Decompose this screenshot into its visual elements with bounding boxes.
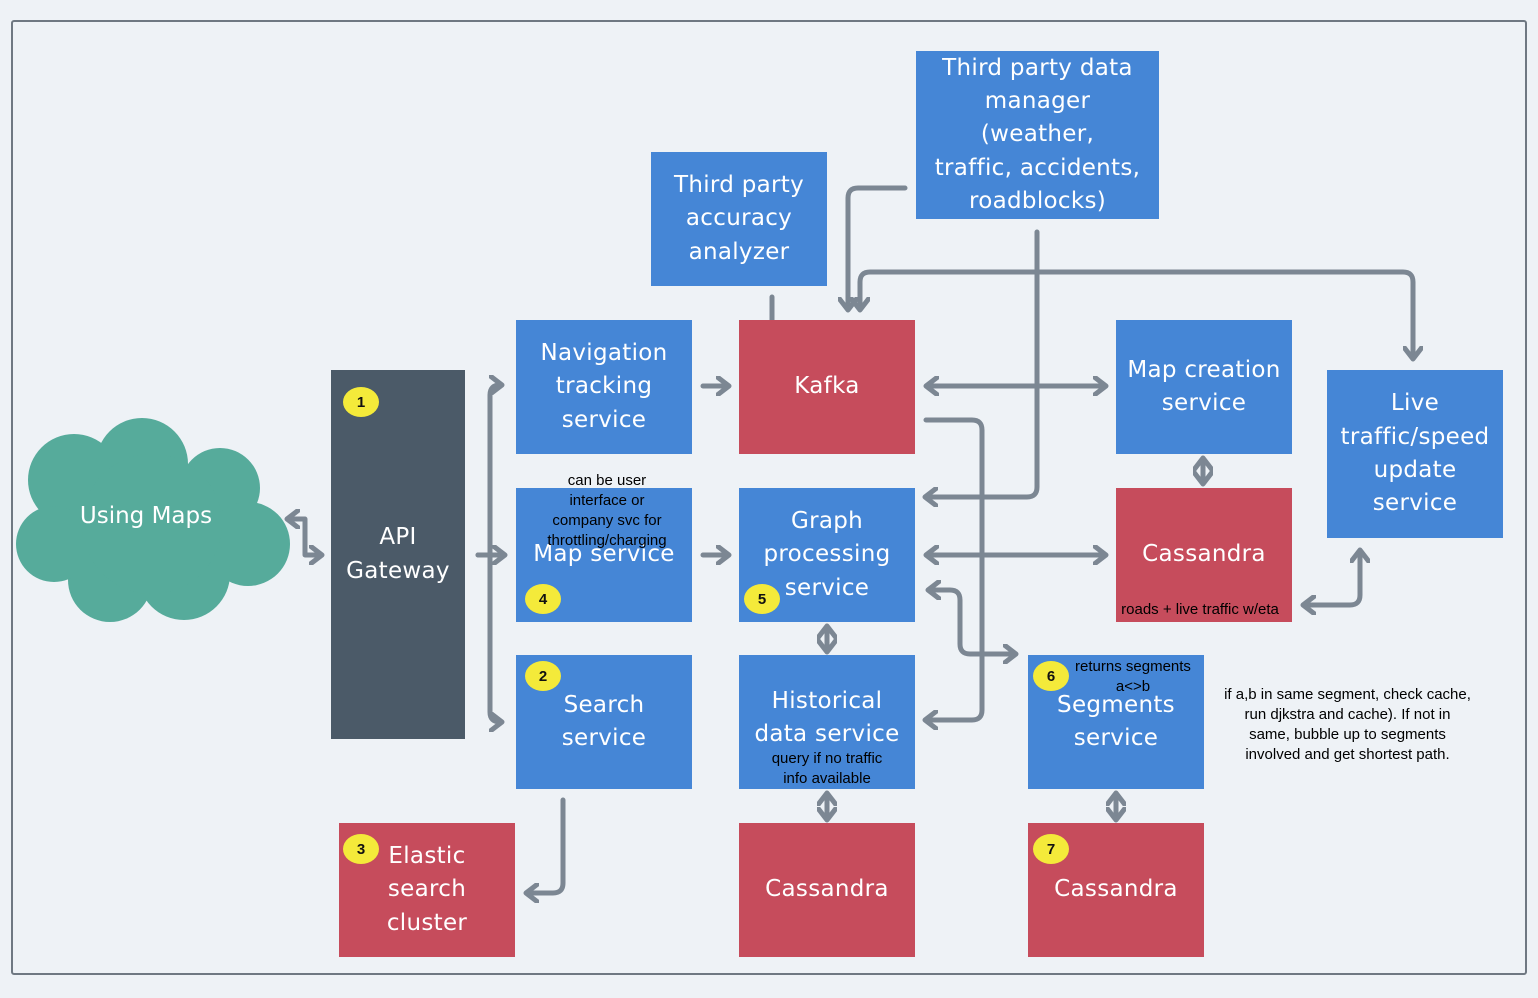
map-service[interactable]: Map service — [516, 488, 692, 622]
third-party-data-manager[interactable]: Third party data manager (weather, traff… — [916, 51, 1159, 219]
arrow-graph-segments — [930, 590, 1014, 654]
badge-api-gateway: 1 — [343, 387, 379, 417]
arrow-cloud-gateway — [289, 519, 320, 555]
arrow-kafka-historical — [926, 417, 985, 720]
arrow-gateway-navigation — [475, 385, 500, 558]
navigation-tracking-service[interactable]: Navigation tracking service — [516, 320, 692, 454]
arrow-live-kafka — [860, 269, 1413, 357]
badge-map-service: 4 — [525, 584, 561, 614]
note-map-service: can be user interface or company svc for… — [547, 472, 667, 549]
api-gateway[interactable]: API Gateway — [331, 370, 465, 739]
cloud-label: Using Maps — [79, 503, 213, 529]
badge-cassandra-segments: 7 — [1033, 834, 1069, 864]
note-shortest-path: if a,b in same segment, check cache, run… — [1224, 686, 1471, 763]
arrow-cassandra-live — [1305, 552, 1360, 605]
badge-search-service: 2 — [525, 661, 561, 691]
users-cloud-icon — [16, 418, 290, 622]
cassandra-main[interactable]: Cassandra — [1116, 488, 1292, 622]
note-segments-service: returns segments a<>b — [1075, 658, 1191, 695]
arrow-thirdparty-kafka — [848, 185, 908, 308]
cassandra-historical[interactable]: Cassandra — [739, 823, 915, 957]
historical-data-service[interactable]: Historical data service — [739, 655, 915, 789]
third-party-accuracy-analyzer[interactable]: Third party accuracy analyzer — [651, 152, 827, 286]
kafka[interactable]: Kafka — [739, 320, 915, 454]
arrow-search-elastic — [528, 797, 566, 893]
live-traffic-speed-update-service[interactable]: Live traffic/speed update service — [1327, 370, 1503, 538]
badge-graph-processing: 5 — [744, 584, 780, 614]
badge-elastic-search: 3 — [343, 834, 379, 864]
arrow-gateway-search — [487, 552, 500, 722]
elastic-search-cluster[interactable]: Elastic search cluster — [339, 823, 515, 957]
arrow-thirdparty-graph — [927, 229, 1040, 497]
badge-segments-service: 6 — [1033, 661, 1069, 691]
note-cassandra-main: roads + live traffic w/eta — [1121, 601, 1279, 618]
map-creation-service[interactable]: Map creation service — [1116, 320, 1292, 454]
note-historical-data: query if no traffic info available — [771, 750, 883, 787]
